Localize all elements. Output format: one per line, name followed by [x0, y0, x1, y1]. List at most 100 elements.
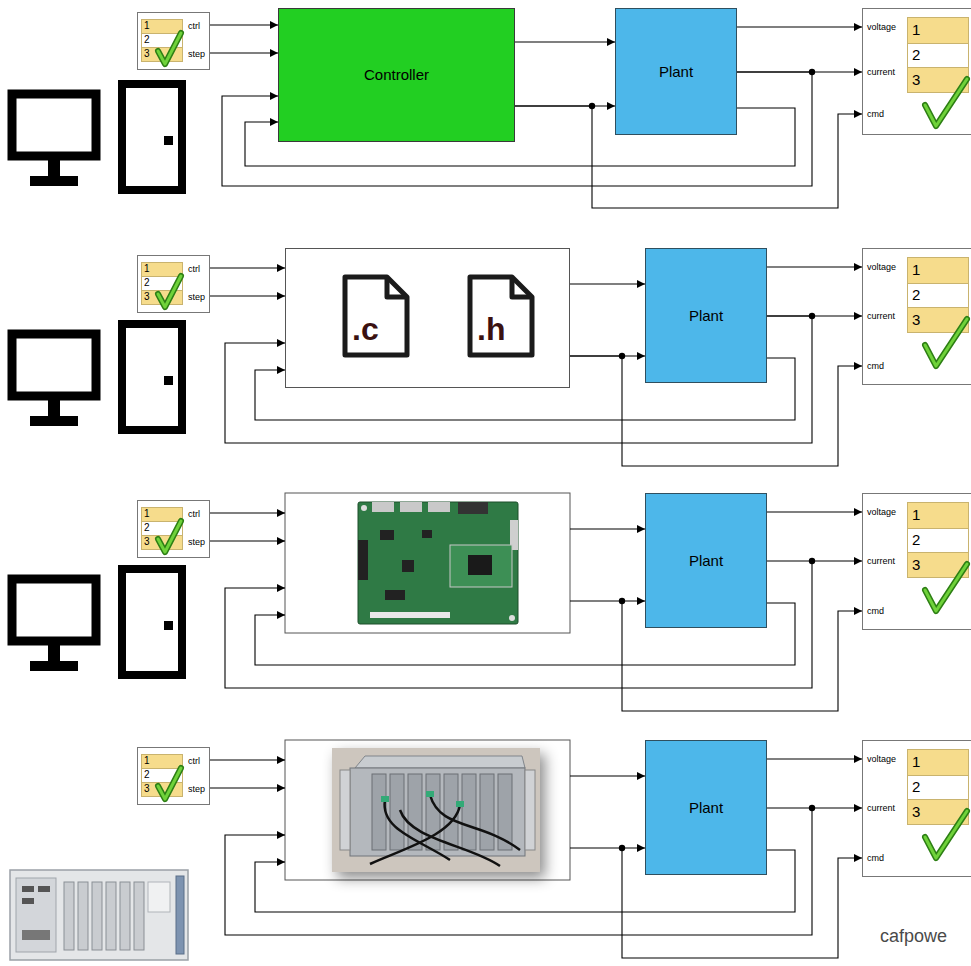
monitor-neck [48, 645, 60, 663]
port-label: voltage [867, 754, 896, 764]
check-outline [925, 79, 967, 126]
block-label: Plant [689, 799, 723, 816]
branch-dot [589, 103, 595, 109]
file-extension: .c [352, 311, 379, 348]
chassis-top [355, 756, 525, 768]
signal-line [767, 511, 862, 512]
signal-line [515, 41, 615, 42]
card [444, 774, 458, 850]
monitor-base [30, 661, 78, 671]
handle [340, 770, 350, 850]
card-slot [120, 882, 130, 950]
check-outline [925, 811, 967, 858]
cable [370, 805, 460, 864]
blue-block: Plant [645, 740, 767, 875]
port-label: ctrl [188, 264, 200, 274]
code-block: .c .h [285, 248, 570, 388]
card-slot [92, 882, 102, 950]
check-fill [925, 564, 967, 611]
drive-bay [22, 930, 50, 940]
check-outline [158, 33, 181, 64]
check-fill [925, 811, 967, 858]
port [22, 886, 34, 892]
cell-number: 3 [912, 803, 920, 820]
signal-wire [570, 775, 645, 776]
power-button [164, 376, 173, 385]
rack-photo [332, 748, 540, 872]
front-panel [16, 878, 56, 952]
port-label: step [188, 49, 205, 59]
pc-tower [122, 84, 182, 190]
port [22, 898, 34, 904]
port-label: step [188, 784, 205, 794]
file-extension: .h [477, 311, 505, 348]
cell-number: 1 [144, 508, 150, 520]
branch-dot [619, 845, 625, 851]
watermark: cafpowe [880, 926, 947, 947]
signal-wire [570, 600, 645, 601]
check-fill [158, 33, 181, 64]
signal-wire [207, 512, 285, 513]
source-table-block: 123ctrlstep [137, 255, 210, 313]
connector [428, 502, 450, 512]
signal-wire [570, 847, 645, 848]
cell-number: 2 [912, 778, 920, 795]
signal-line [737, 26, 862, 27]
card [462, 774, 476, 850]
computer-icon [12, 84, 182, 190]
circuit-board-photo [358, 502, 518, 624]
card-slot [106, 882, 116, 950]
check-outline [925, 564, 967, 611]
signal-line [767, 560, 862, 561]
plug [426, 791, 434, 797]
port-label: step [188, 537, 205, 547]
cell-number: 3 [912, 556, 920, 573]
computer-icon [12, 569, 182, 675]
card-slot [64, 882, 74, 950]
monitor-neck [48, 400, 60, 418]
green-block: Controller [278, 8, 515, 142]
port-label: ctrl [188, 756, 200, 766]
check-fill [925, 79, 967, 126]
file-fold [387, 277, 407, 297]
port-label: current [867, 556, 895, 566]
port-label: voltage [867, 262, 896, 272]
scope-table-block: voltagecurrentcmd123 [862, 493, 971, 630]
file-fold [512, 277, 532, 297]
cable [430, 795, 520, 850]
blue-block: Plant [645, 493, 767, 628]
cell-number: 1 [144, 755, 150, 767]
connector [372, 502, 394, 512]
port-label: current [867, 67, 895, 77]
file-outline [345, 277, 407, 355]
cell-number: 1 [912, 21, 920, 38]
chip [468, 555, 492, 575]
card [372, 774, 386, 850]
cell-number: 1 [912, 506, 920, 523]
check-mark [138, 748, 258, 888]
photo-ground [332, 748, 540, 872]
chassis-front [350, 768, 525, 856]
check-mark [138, 501, 258, 641]
card [480, 774, 494, 850]
block-label: Plant [659, 63, 693, 80]
cell-number: 3 [912, 311, 920, 328]
card-slot [78, 882, 88, 950]
cell-number: 2 [912, 46, 920, 63]
chip [385, 590, 405, 600]
blue-block: Plant [615, 8, 737, 135]
scope-table-block: voltagecurrentcmd123 [862, 248, 971, 385]
port-label: current [867, 311, 895, 321]
cell-number: 3 [144, 48, 150, 60]
check-outline [158, 276, 181, 307]
cell-number: 2 [144, 277, 150, 289]
header-strip [370, 612, 450, 618]
signal-line [210, 295, 285, 296]
signal-wire [207, 540, 285, 541]
card-slot [134, 882, 144, 950]
badge-panel [148, 882, 170, 912]
connector [458, 502, 488, 514]
signal-line [767, 266, 862, 267]
